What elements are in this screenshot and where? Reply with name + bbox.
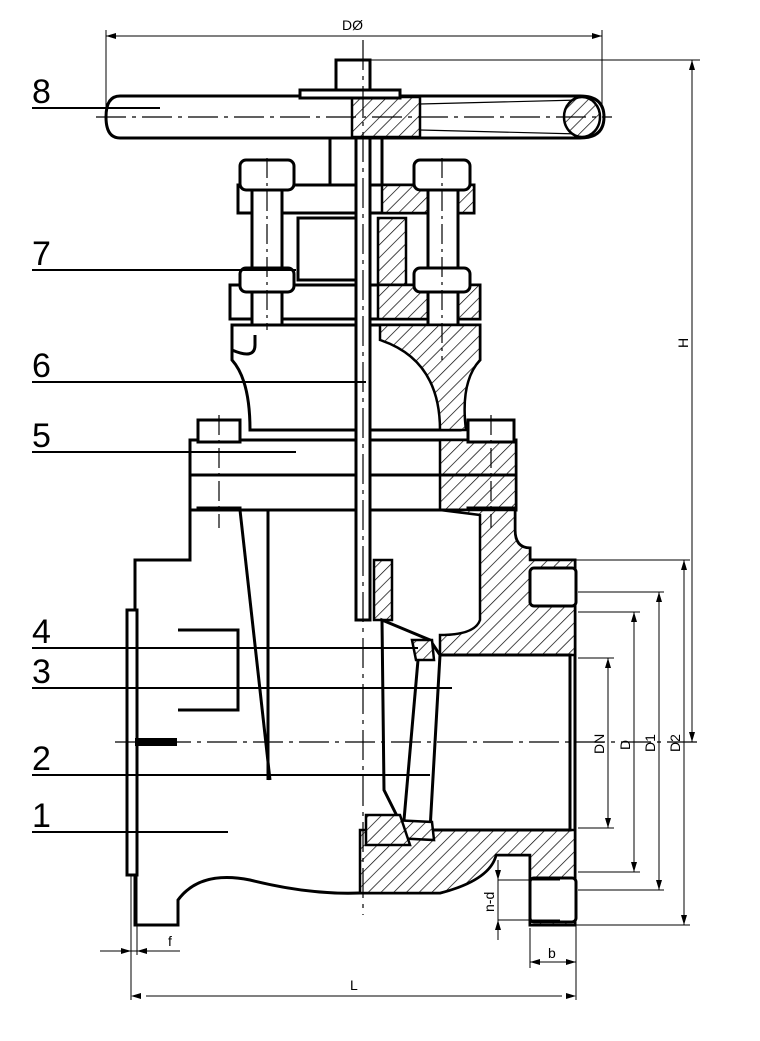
dim-label-length: L bbox=[350, 977, 358, 993]
dim-label-flange-outer: D2 bbox=[667, 734, 683, 752]
valve-body bbox=[125, 508, 578, 927]
part-label-8: 8 bbox=[32, 73, 51, 111]
dim-label-flange-thickness: b bbox=[548, 945, 556, 961]
part-label-3: 3 bbox=[32, 653, 51, 691]
wedge-and-seats bbox=[364, 558, 442, 847]
part-label-1: 1 bbox=[32, 797, 51, 835]
dimension-arrows bbox=[106, 33, 695, 999]
part-label-2: 2 bbox=[32, 740, 51, 778]
part-label-4: 4 bbox=[32, 613, 51, 651]
dim-label-handwheel-diameter: DØ bbox=[342, 17, 363, 33]
centerlines bbox=[96, 116, 700, 743]
part-label-7: 7 bbox=[32, 235, 51, 273]
part-leaders bbox=[32, 107, 452, 833]
part-label-6: 6 bbox=[32, 347, 51, 385]
stem bbox=[354, 40, 372, 915]
part-label-5: 5 bbox=[32, 417, 51, 455]
dim-label-bolt-holes: n-d bbox=[481, 892, 497, 912]
dim-label-nominal-diameter: DN bbox=[591, 734, 607, 754]
dim-label-raised-face: f bbox=[168, 933, 172, 949]
dim-label-bolt-circle: D1 bbox=[642, 734, 658, 752]
body-bonnet-flange bbox=[188, 418, 518, 526]
dim-label-bore-diameter: D bbox=[617, 740, 633, 750]
handwheel bbox=[104, 58, 606, 140]
dim-label-height: H bbox=[675, 338, 691, 348]
